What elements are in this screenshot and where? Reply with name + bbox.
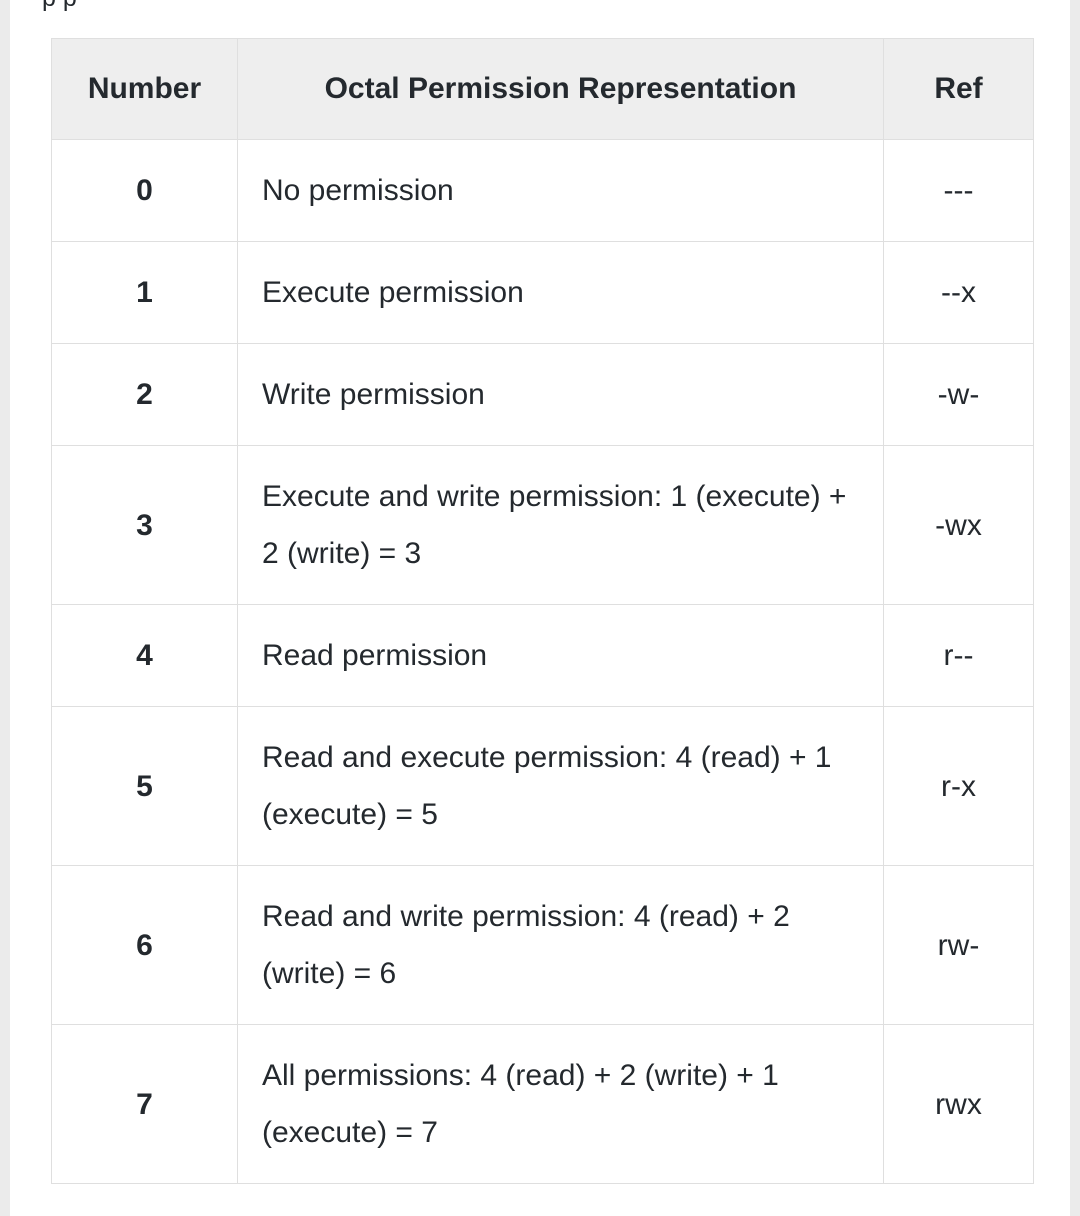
table-header: Number Octal Permission Representation R…: [51, 38, 1034, 140]
article-page-canvas: p p Number Octal Permission Representati…: [10, 0, 1070, 1216]
cell-ref: -w-: [883, 343, 1034, 446]
cell-number: 4: [51, 604, 238, 707]
table-header-row: Number Octal Permission Representation R…: [51, 38, 1034, 140]
cell-description: All permissions: 4 (read) + 2 (write) + …: [237, 1024, 884, 1184]
column-header-ref: Ref: [883, 38, 1034, 140]
cell-description: No permission: [237, 139, 884, 242]
table-row: 3 Execute and write permission: 1 (execu…: [51, 445, 1034, 605]
cell-ref: rw-: [883, 865, 1034, 1025]
table-row: 7 All permissions: 4 (read) + 2 (write) …: [51, 1024, 1034, 1184]
table-container: Number Octal Permission Representation R…: [51, 38, 1034, 1184]
cell-description: Execute permission: [237, 241, 884, 344]
cell-number: 0: [51, 139, 238, 242]
octal-permission-table: Number Octal Permission Representation R…: [51, 38, 1034, 1184]
cell-ref: r-x: [883, 706, 1034, 866]
cell-ref: ---: [883, 139, 1034, 242]
clipped-paragraph-above-table: p p: [42, 0, 1022, 13]
cell-description: Write permission: [237, 343, 884, 446]
cell-description: Read and execute permission: 4 (read) + …: [237, 706, 884, 866]
table-row: 4 Read permission r--: [51, 604, 1034, 707]
cell-number: 1: [51, 241, 238, 344]
table-row: 1 Execute permission --x: [51, 241, 1034, 344]
cell-number: 7: [51, 1024, 238, 1184]
table-row: 6 Read and write permission: 4 (read) + …: [51, 865, 1034, 1025]
cell-number: 2: [51, 343, 238, 446]
cell-description: Read permission: [237, 604, 884, 707]
cell-number: 6: [51, 865, 238, 1025]
table-row: 2 Write permission -w-: [51, 343, 1034, 446]
table-row: 0 No permission ---: [51, 139, 1034, 242]
cell-number: 3: [51, 445, 238, 605]
cell-description: Execute and write permission: 1 (execute…: [237, 445, 884, 605]
column-header-description: Octal Permission Representation: [237, 38, 884, 140]
cell-ref: r--: [883, 604, 1034, 707]
cell-ref: rwx: [883, 1024, 1034, 1184]
cell-description: Read and write permission: 4 (read) + 2 …: [237, 865, 884, 1025]
cell-ref: --x: [883, 241, 1034, 344]
cell-number: 5: [51, 706, 238, 866]
cell-ref: -wx: [883, 445, 1034, 605]
table-row: 5 Read and execute permission: 4 (read) …: [51, 706, 1034, 866]
column-header-number: Number: [51, 38, 238, 140]
table-body: 0 No permission --- 1 Execute permission…: [51, 139, 1034, 1184]
